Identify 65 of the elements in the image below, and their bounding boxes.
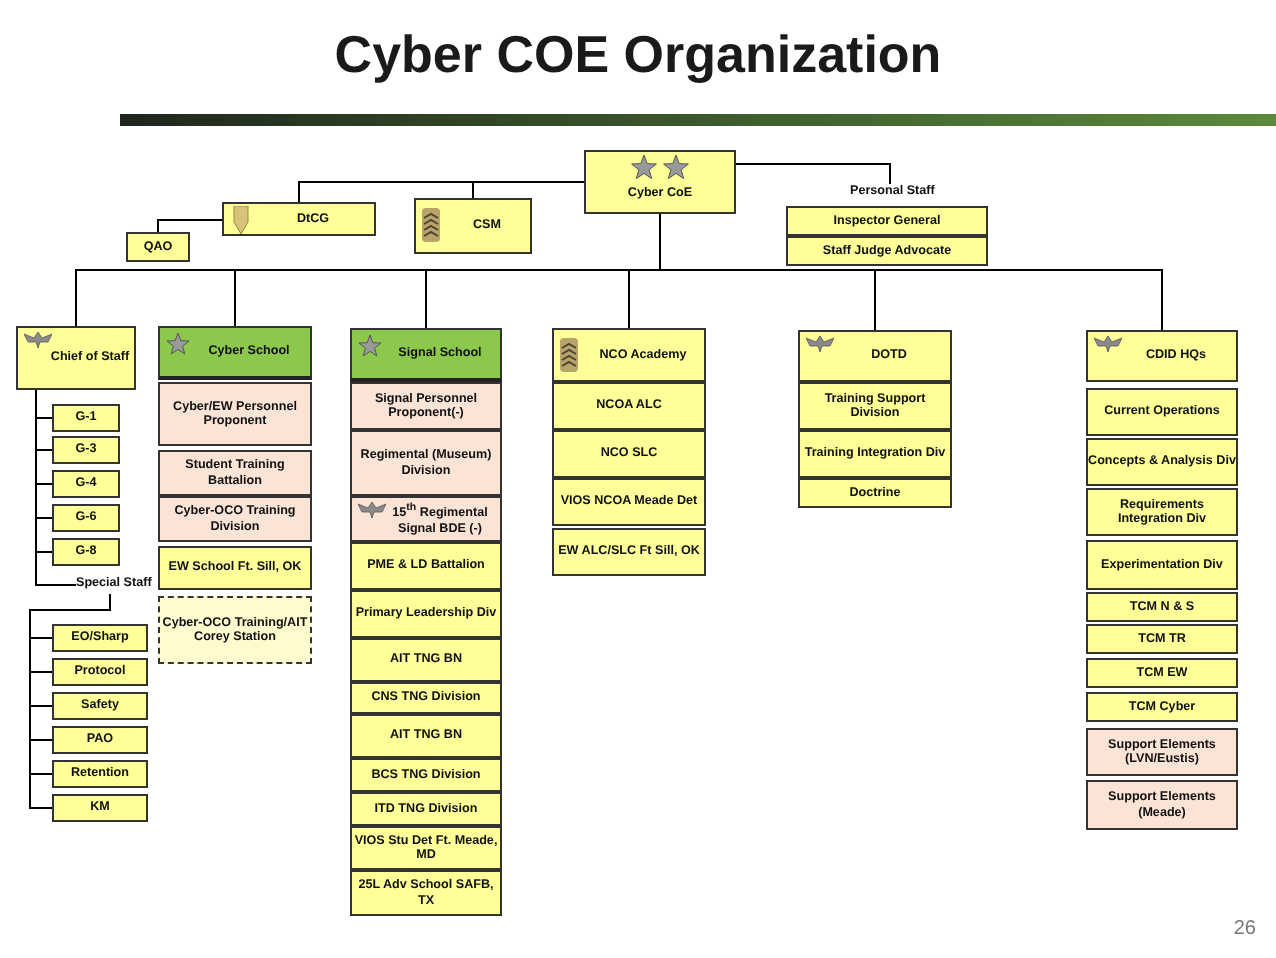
org-box [414, 198, 532, 254]
slide-title: Cyber COE Organization [332, 24, 944, 86]
org-box [350, 496, 502, 542]
org-box [1086, 728, 1238, 776]
org-box [350, 870, 502, 916]
org-box [1086, 592, 1238, 622]
connector-line [29, 593, 111, 809]
org-box [52, 404, 120, 432]
org-box [786, 236, 988, 266]
org-box [350, 430, 502, 496]
org-box [350, 826, 502, 870]
org-box [158, 382, 312, 446]
org-box [552, 478, 706, 526]
org-box [350, 590, 502, 638]
connector-line [35, 389, 77, 586]
org-box [584, 150, 736, 214]
org-box [1086, 488, 1238, 536]
connector-line [157, 219, 223, 233]
org-box [1086, 330, 1238, 382]
org-box [786, 206, 988, 236]
org-box [16, 326, 136, 390]
org-box [350, 714, 502, 758]
org-box [350, 542, 502, 590]
org-box [350, 638, 502, 682]
org-box [52, 470, 120, 498]
org-box [350, 382, 502, 430]
org-box [52, 794, 148, 822]
org-box [158, 450, 312, 496]
connector-line [735, 163, 891, 185]
org-box [798, 430, 952, 478]
org-box [52, 538, 120, 566]
org-box [1086, 388, 1238, 436]
org-box [1086, 780, 1238, 830]
org-box [798, 382, 952, 430]
org-box [126, 232, 190, 262]
org-box [158, 496, 312, 542]
org-box [52, 760, 148, 788]
org-box [350, 792, 502, 826]
org-box [52, 436, 120, 464]
org-box [1086, 540, 1238, 590]
org-box [1086, 658, 1238, 688]
org-box [158, 596, 312, 664]
org-box [52, 658, 148, 686]
org-box [350, 682, 502, 714]
org-box [222, 202, 376, 236]
org-box [552, 528, 706, 576]
org-box [552, 382, 706, 430]
org-box [1086, 692, 1238, 722]
org-box [798, 478, 952, 508]
org-box [52, 726, 148, 754]
org-box [552, 430, 706, 478]
org-box [552, 328, 706, 382]
org-box [158, 546, 312, 590]
connector-line [659, 213, 1163, 331]
connector-line [472, 181, 585, 199]
org-box [52, 692, 148, 720]
org-box [158, 326, 312, 380]
org-box [798, 330, 952, 382]
org-box [52, 624, 148, 652]
org-box [350, 328, 502, 382]
org-box [1086, 624, 1238, 654]
page-number: 26 [1233, 918, 1256, 940]
org-box [350, 758, 502, 792]
org-box [52, 504, 120, 532]
org-box [1086, 438, 1238, 486]
